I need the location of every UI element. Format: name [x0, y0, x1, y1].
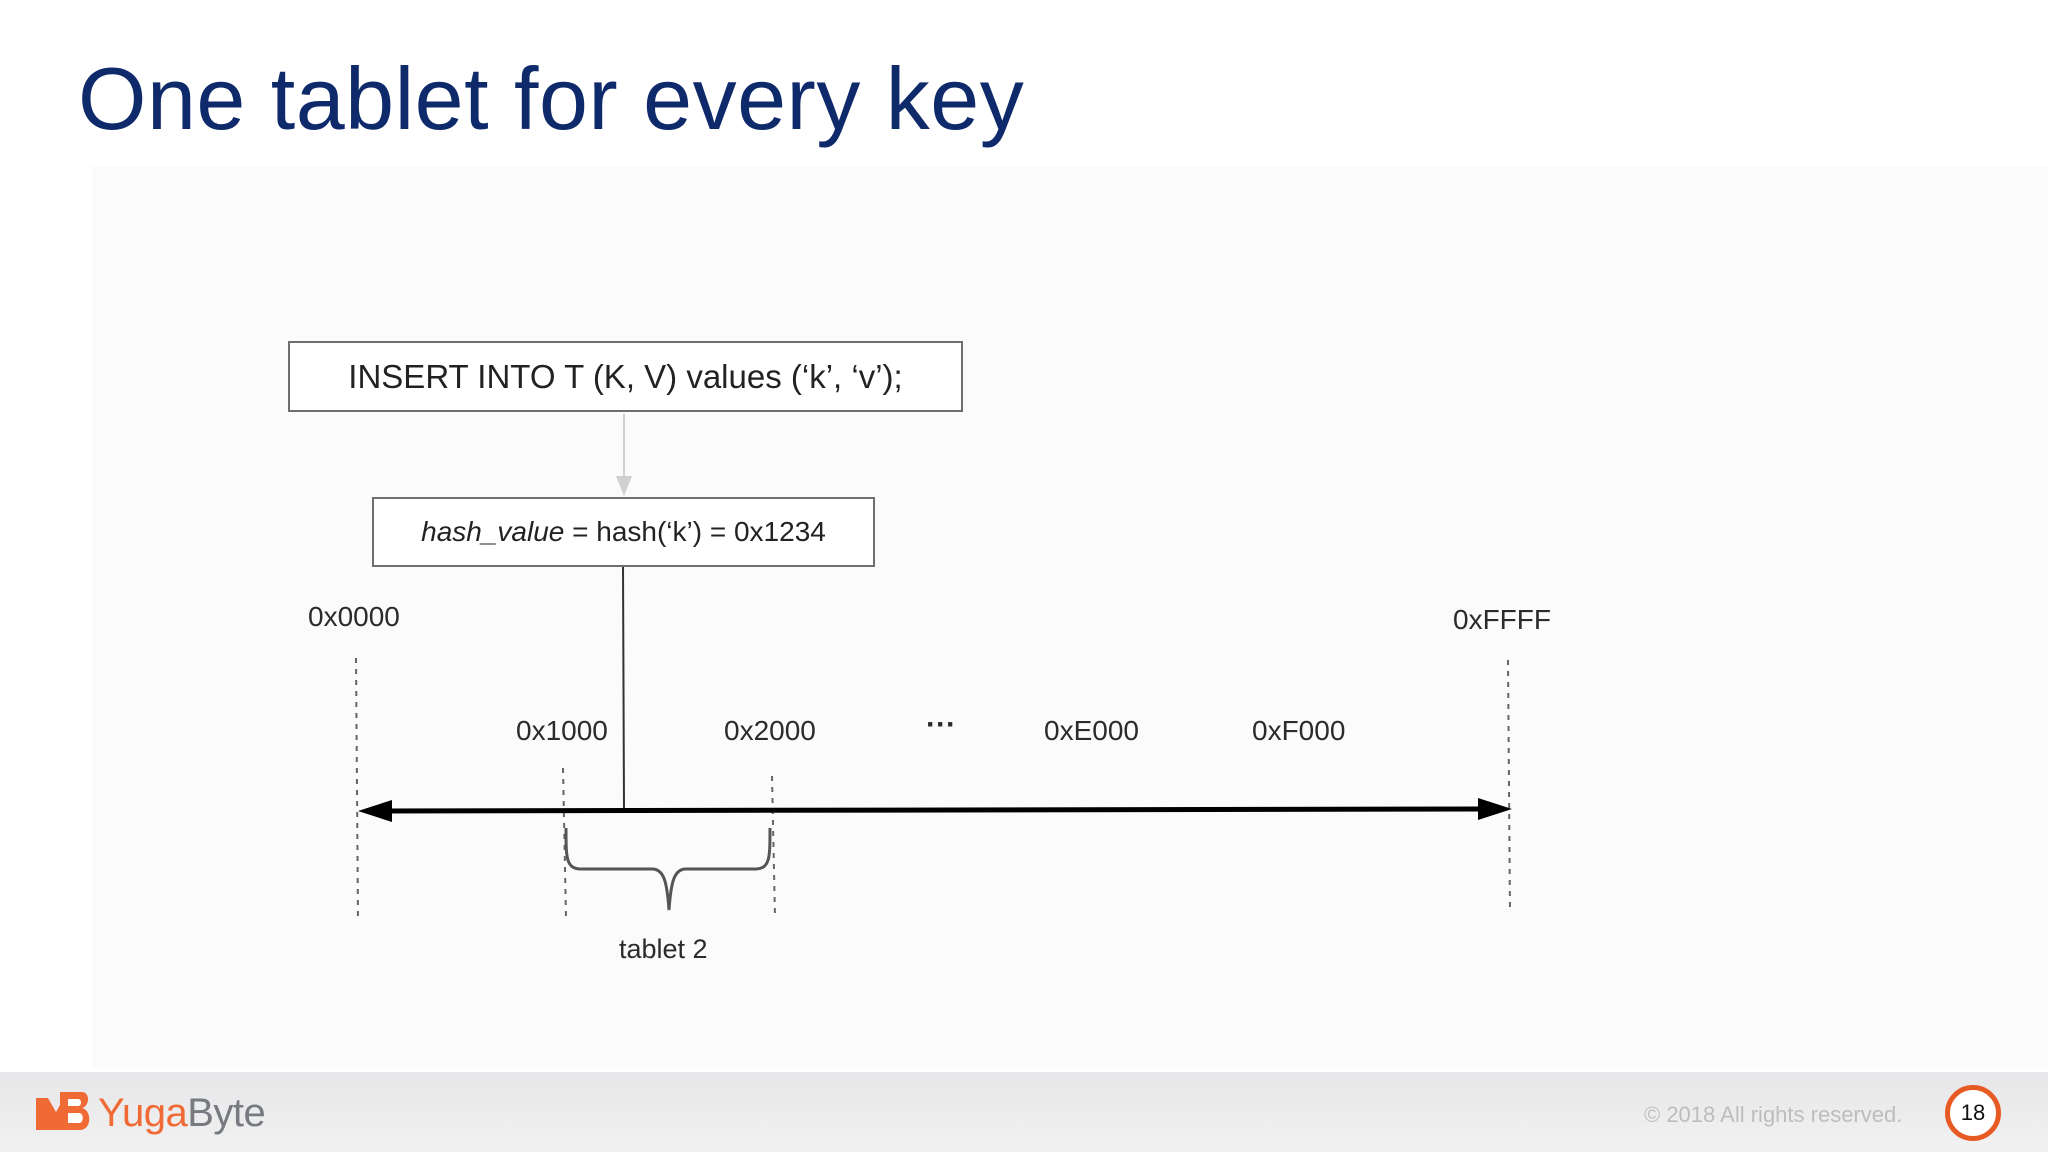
- hash-value-box: hash_value = hash(‘k’) = 0x1234: [372, 497, 875, 567]
- logo-yuga: Yuga: [98, 1091, 188, 1135]
- tick-label-0xF000: 0xF000: [1252, 715, 1345, 746]
- hash-expression: hash_value = hash(‘k’) = 0x1234: [421, 516, 826, 548]
- range-start-label: 0x0000: [308, 601, 400, 632]
- tablet-brace: [564, 827, 772, 911]
- copyright-text: © 2018 All rights reserved.: [1644, 1102, 1903, 1127]
- tablet-label: tablet 2: [619, 934, 708, 964]
- tick-label-0xE000: 0xE000: [1044, 715, 1139, 746]
- hash-expression-rest: = hash(‘k’) = 0x1234: [564, 516, 826, 547]
- diagram-canvas: [92, 166, 2048, 1068]
- page-number-badge: 18: [1945, 1085, 2001, 1141]
- range-end-label: 0xFFFF: [1453, 604, 1551, 635]
- slide-footer: [0, 1072, 2048, 1152]
- tick-label-0x1000: 0x1000: [516, 715, 608, 746]
- hash-variable: hash_value: [421, 516, 565, 547]
- hash-ring-axis: [379, 806, 1483, 814]
- insert-statement-box: INSERT INTO T (K, V) values (‘k’, ‘v’);: [288, 341, 963, 412]
- logo-byte: Byte: [187, 1091, 266, 1135]
- page-number: 18: [1960, 1100, 1986, 1125]
- end-boundary: [1507, 659, 1511, 913]
- slide-title: One tablet for every key: [78, 49, 1025, 148]
- tick-label-0x2000: 0x2000: [724, 715, 816, 746]
- tick-0x2000-line: [771, 775, 776, 919]
- axis-right-arrowhead: [1478, 798, 1512, 820]
- hash-pointer-line: [622, 564, 625, 811]
- start-boundary: [355, 657, 359, 921]
- yugabyte-wordmark: YugaByte: [98, 1088, 266, 1138]
- axis-left-arrowhead: [358, 800, 392, 822]
- insert-statement-text: INSERT INTO T (K, V) values (‘k’, ‘v’);: [348, 357, 903, 395]
- tick-0x1000-line: [562, 767, 567, 919]
- yugabyte-logo-icon: [36, 1092, 90, 1130]
- ellipsis-label: ···: [926, 708, 956, 741]
